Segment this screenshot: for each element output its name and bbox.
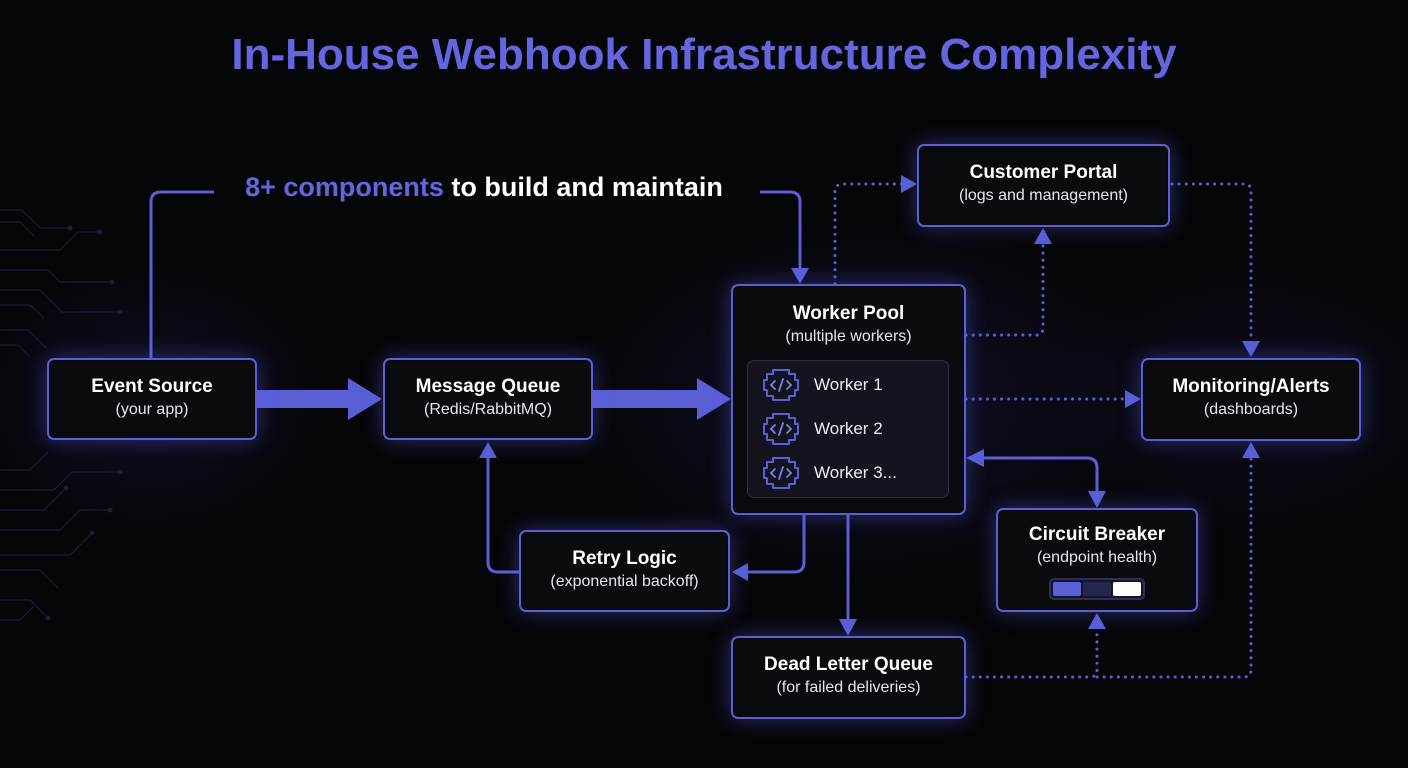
arrowhead-portal-left xyxy=(901,175,917,193)
worker-label: Worker 2 xyxy=(814,419,883,438)
connector-event-to-worker-pool xyxy=(149,190,802,358)
node-subtitle: (dashboards) xyxy=(1203,401,1299,418)
thick-arrow-queue-to-workers xyxy=(593,378,731,420)
node-title: Circuit Breaker xyxy=(1028,524,1166,545)
worker-item[interactable]: Worker 2 xyxy=(762,411,883,447)
node-subtitle: (for failed deliveries) xyxy=(776,679,921,696)
arrowhead-monitoring-left xyxy=(1125,390,1141,408)
node-title: Worker Pool xyxy=(792,303,905,324)
state-half-open-segment xyxy=(1083,582,1111,596)
node-title: Dead Letter Queue xyxy=(764,654,933,675)
node-message-queue[interactable]: Message Queue (Redis/RabbitMQ) xyxy=(383,358,593,440)
arrowhead-monitoring-bottom xyxy=(1242,442,1260,458)
node-monitoring-alerts[interactable]: Monitoring/Alerts (dashboards) xyxy=(1141,358,1361,441)
arrowhead-retry xyxy=(732,563,748,581)
arrowhead-workers-right xyxy=(966,449,984,467)
node-customer-portal[interactable]: Customer Portal (logs and management) xyxy=(917,144,1170,227)
node-title: Event Source xyxy=(91,376,213,397)
connector-workers-to-retry xyxy=(748,514,806,574)
node-subtitle: (exponential backoff) xyxy=(550,573,699,590)
node-retry-logic[interactable]: Retry Logic (exponential backoff) xyxy=(519,530,730,612)
arrowhead-monitoring-top xyxy=(1242,341,1260,357)
arrowhead-circuit-breaker-top xyxy=(1088,491,1106,508)
node-subtitle: (multiple workers) xyxy=(785,328,912,345)
node-subtitle: (endpoint health) xyxy=(1036,549,1158,566)
node-circuit-breaker[interactable]: Circuit Breaker (endpoint health) xyxy=(996,508,1198,612)
arrowhead-circuit-breaker-bottom xyxy=(1088,613,1106,629)
arrowhead-dlq xyxy=(839,619,857,636)
thick-arrow-event-to-queue xyxy=(257,378,382,420)
worker-item[interactable]: Worker 1 xyxy=(762,367,883,403)
code-chip-icon xyxy=(763,457,799,489)
state-closed-segment xyxy=(1053,582,1081,596)
node-subtitle: (Redis/RabbitMQ) xyxy=(423,401,553,418)
banner-highlight: 8+ components xyxy=(245,172,444,202)
dotted-workers-to-portal-top xyxy=(833,182,904,286)
state-open-segment xyxy=(1113,582,1141,596)
code-chip-icon xyxy=(763,413,799,445)
node-subtitle: (logs and management) xyxy=(959,187,1128,204)
worker-list: Worker 1 Worker 2 Worker 3... xyxy=(747,360,949,498)
node-subtitle: (your app) xyxy=(115,401,189,418)
worker-label: Worker 1 xyxy=(814,375,883,394)
dotted-workers-to-portal-side xyxy=(964,242,1045,337)
node-title: Monitoring/Alerts xyxy=(1172,376,1330,397)
components-banner: 8+ components to build and maintain xyxy=(214,172,754,203)
arrowhead-worker-pool-top xyxy=(791,268,809,284)
arrowhead-queue-bottom xyxy=(479,442,497,458)
node-title: Message Queue xyxy=(415,376,561,397)
code-chip-icon xyxy=(763,369,799,401)
arrowhead-portal-bottom xyxy=(1034,228,1052,244)
circuit-state-indicator xyxy=(1049,578,1145,600)
node-worker-pool[interactable]: Worker Pool (multiple workers) Worker 1 … xyxy=(731,284,966,515)
node-title: Retry Logic xyxy=(572,548,677,569)
banner-text: to build and maintain xyxy=(443,172,723,202)
dotted-portal-to-monitoring xyxy=(1170,182,1253,344)
worker-item[interactable]: Worker 3... xyxy=(762,455,897,491)
worker-label: Worker 3... xyxy=(814,463,897,482)
node-dead-letter-queue[interactable]: Dead Letter Queue (for failed deliveries… xyxy=(731,636,966,719)
node-event-source[interactable]: Event Source (your app) xyxy=(47,358,257,440)
dotted-dlq-to-circuit-breaker xyxy=(964,626,1099,679)
node-title: Customer Portal xyxy=(969,162,1118,183)
connector-retry-to-queue xyxy=(486,458,520,574)
page-title: In-House Webhook Infrastructure Complexi… xyxy=(231,30,1177,79)
connector-workers-circuit-breaker xyxy=(982,456,1099,492)
